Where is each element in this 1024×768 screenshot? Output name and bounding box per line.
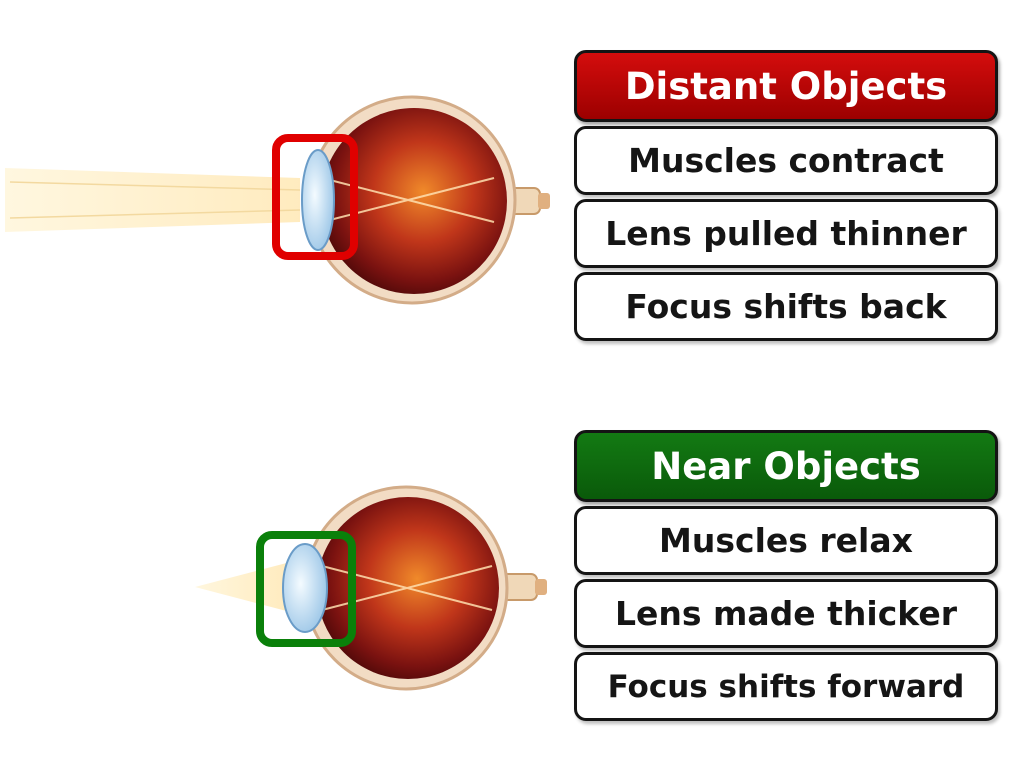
near-objects-header: Near Objects	[574, 430, 998, 502]
distant-objects-panel: Distant Objects Muscles contract Lens pu…	[574, 50, 998, 341]
distant-light-beam	[5, 168, 301, 232]
distant-lens	[301, 149, 335, 251]
distant-step-1: Muscles contract	[574, 126, 998, 195]
near-step-1: Muscles relax	[574, 506, 998, 575]
distant-step-3: Focus shifts back	[574, 272, 998, 341]
distant-eye	[5, 95, 550, 305]
eye-diagrams	[5, 95, 550, 691]
near-step-3: Focus shifts forward	[574, 652, 998, 721]
near-lens-highlight	[256, 531, 356, 647]
distant-lens-highlight	[272, 134, 358, 260]
distant-step-2: Lens pulled thinner	[574, 199, 998, 268]
near-lens	[282, 543, 328, 633]
near-eye	[195, 485, 547, 691]
near-light-beam	[195, 560, 298, 614]
near-step-2: Lens made thicker	[574, 579, 998, 648]
near-objects-panel: Near Objects Muscles relax Lens made thi…	[574, 430, 998, 721]
distant-objects-header: Distant Objects	[574, 50, 998, 122]
